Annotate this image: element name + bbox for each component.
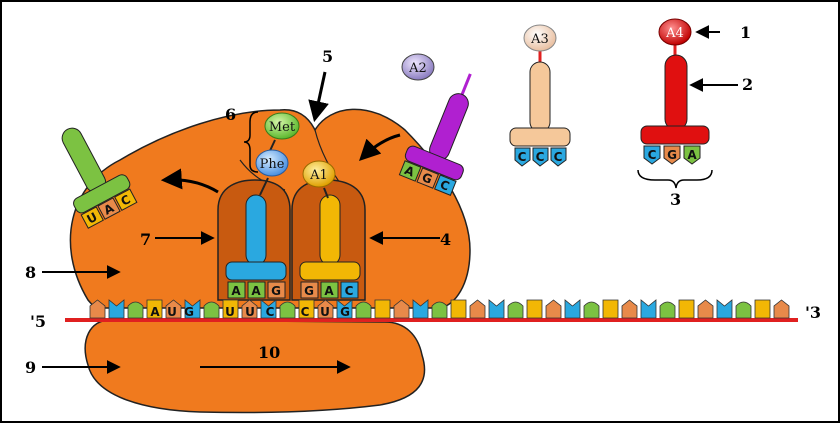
mrna-nucleotide	[584, 302, 599, 318]
mrna-nucleotide	[736, 302, 751, 318]
a3-anticodon-1: C	[518, 150, 527, 164]
p-anticodon-3: G	[271, 284, 281, 298]
a-anticodon-3: C	[345, 284, 354, 298]
a4-anticodon-2: G	[667, 148, 677, 162]
mrna-nucleotide	[128, 302, 143, 318]
label-4: 4	[440, 230, 451, 249]
mrna-nucleotide	[679, 300, 694, 318]
p-anticodon-1: A	[231, 284, 241, 298]
mrna-nucleotide	[527, 300, 542, 318]
mrna-base-8: U	[320, 305, 330, 319]
label-3: 3	[670, 190, 681, 209]
mrna-nucleotide	[508, 302, 523, 318]
mrna-base-1: A	[150, 305, 160, 319]
label-5-prime: '5	[30, 312, 46, 331]
mrna-base-5: U	[245, 305, 255, 319]
a3-anticodon-2: C	[536, 150, 545, 164]
mrna-base-3: G	[184, 305, 194, 319]
mrna-nucleotide	[356, 302, 371, 318]
label-1: 1	[740, 23, 751, 42]
mrna-nucleotide	[755, 300, 770, 318]
label-5: 5	[322, 47, 333, 66]
label-3-prime: '3	[805, 303, 821, 322]
mrna-base-6: C	[266, 305, 275, 319]
a4-label: A4	[665, 26, 684, 41]
a4-anticodon-3: A	[687, 148, 697, 162]
mrna-nucleotide	[204, 302, 219, 318]
a-anticodon-2: A	[324, 284, 334, 298]
p-anticodon-2: A	[251, 284, 261, 298]
label-6: 6	[225, 105, 236, 124]
mrna-base-9: G	[340, 305, 350, 319]
mrna-base-2: U	[167, 305, 177, 319]
mrna-nucleotide	[603, 300, 618, 318]
mrna-nucleotide	[375, 300, 390, 318]
met-label: Met	[269, 120, 296, 135]
a4-anticodon-1: C	[648, 148, 657, 162]
phe-label: Phe	[260, 157, 285, 172]
mrna-nucleotide	[451, 300, 466, 318]
label-8: 8	[25, 263, 36, 282]
mrna-nucleotide	[280, 302, 295, 318]
mrna-nucleotide	[660, 302, 675, 318]
a3-label: A3	[530, 32, 549, 47]
mrna-base-4: U	[225, 305, 235, 319]
label-2: 2	[742, 75, 753, 94]
a2-label: A2	[408, 61, 427, 76]
label-7: 7	[140, 230, 151, 249]
mrna-base-7: C	[301, 305, 310, 319]
label-9: 9	[25, 358, 36, 377]
a3-anticodon-3: C	[554, 150, 563, 164]
a1-label: A1	[309, 168, 328, 183]
label-10: 10	[258, 343, 280, 362]
a-anticodon-1: G	[304, 284, 314, 298]
mrna-nucleotide	[432, 302, 447, 318]
